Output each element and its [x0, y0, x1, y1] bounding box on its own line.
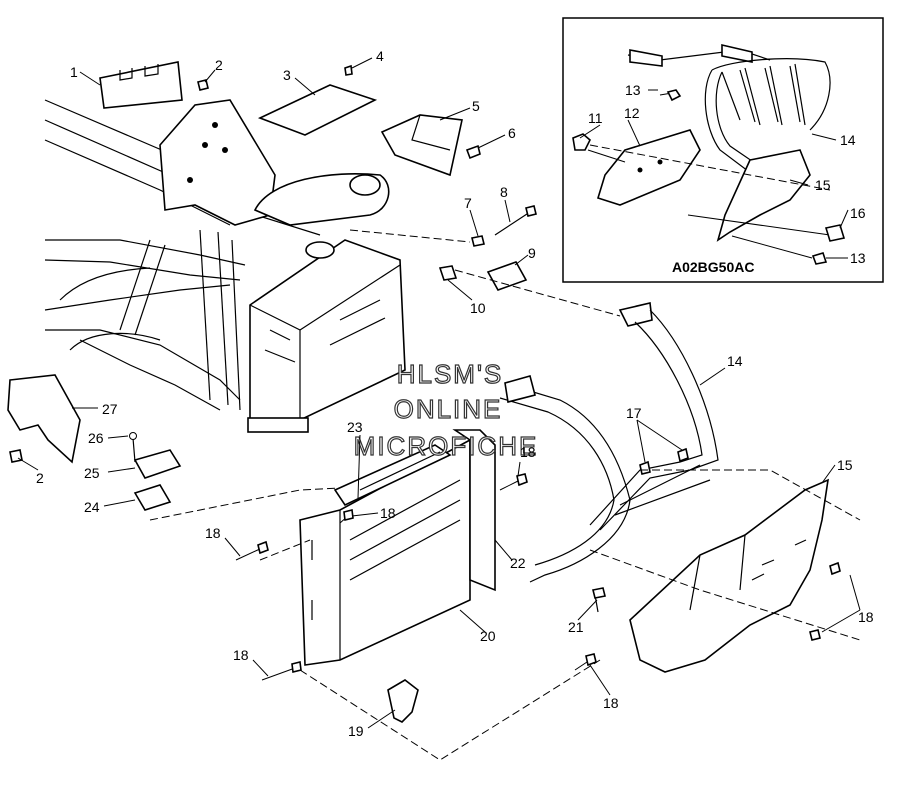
callout-3: 3	[283, 67, 291, 83]
callout-13-inset-bottom: 13	[850, 250, 866, 266]
callout-5: 5	[472, 98, 480, 114]
callout-21: 21	[568, 619, 584, 635]
callout-15: 15	[837, 457, 853, 473]
callout-2-bottom: 2	[36, 470, 44, 486]
callout-1: 1	[70, 64, 78, 80]
callout-11: 11	[588, 110, 603, 126]
callout-18-d: 18	[233, 647, 249, 663]
callout-22: 22	[510, 555, 526, 571]
callout-6: 6	[508, 125, 516, 141]
callout-24: 24	[84, 499, 100, 515]
callout-2-top: 2	[215, 57, 223, 73]
callout-27: 27	[102, 401, 118, 417]
watermark-line-3: MICROFICHE	[354, 431, 539, 461]
callout-16: 16	[850, 205, 866, 221]
callout-4: 4	[376, 48, 384, 64]
callout-18-b: 18	[380, 505, 396, 521]
callout-18-e: 18	[603, 695, 619, 711]
callout-14: 14	[727, 353, 743, 369]
callout-25: 25	[84, 465, 100, 481]
chassis-frame	[44, 99, 406, 433]
callout-numbers: 1 2 3 4 5 6 7 8 9 10 11 12 13 13 14 14 1…	[36, 48, 874, 739]
main-parts	[7, 61, 861, 761]
callout-17: 17	[626, 405, 642, 421]
callout-19: 19	[348, 723, 364, 739]
watermark-line-2: ONLINE	[394, 394, 503, 424]
watermark-line-1: HLSM'S	[397, 359, 504, 389]
inset-reference-code: A02BG50AC	[672, 259, 754, 275]
callout-7: 7	[464, 195, 472, 211]
inset-detail	[562, 17, 884, 283]
callout-20: 20	[480, 628, 496, 644]
callout-12: 12	[624, 105, 640, 121]
callout-14-inset: 14	[840, 132, 856, 148]
callout-15-inset: 15	[815, 177, 831, 193]
callout-18-f: 18	[858, 609, 874, 625]
callout-23: 23	[347, 419, 363, 435]
callout-10: 10	[470, 300, 486, 316]
callout-18-c: 18	[205, 525, 221, 541]
watermark: HLSM'S ONLINE MICROFICHE	[353, 358, 539, 461]
callout-26: 26	[88, 430, 104, 446]
callout-18-a: 18	[520, 444, 536, 460]
callout-8: 8	[500, 184, 508, 200]
callout-9: 9	[528, 245, 536, 261]
callout-13-inset-top: 13	[625, 82, 641, 98]
callout-leaders	[17, 57, 861, 729]
